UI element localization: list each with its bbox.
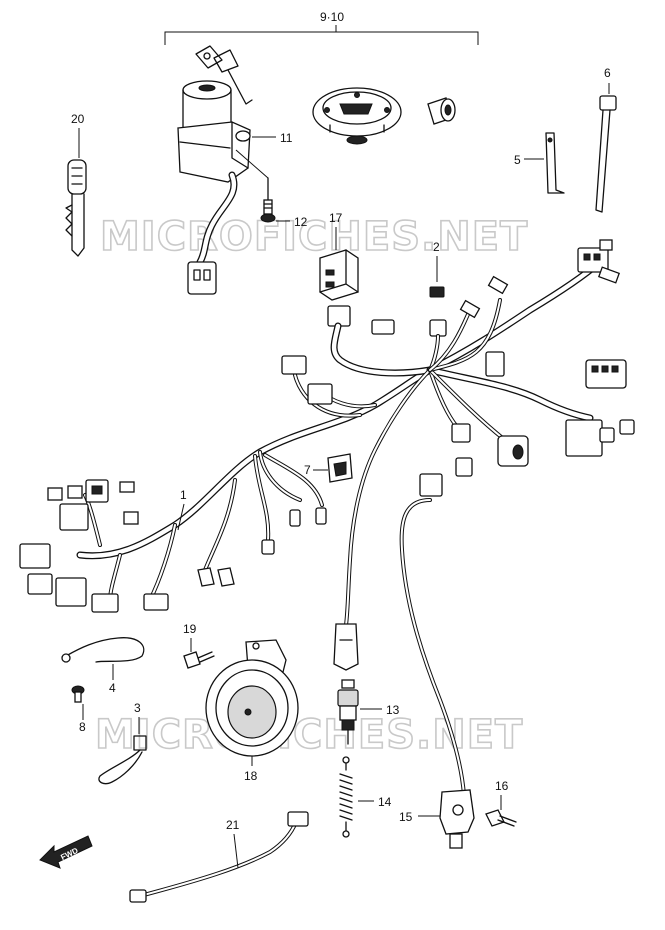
callout-9-10-bracket: 9·10 <box>164 10 479 45</box>
callout-4: 4 <box>109 681 116 695</box>
callout-7: 7 <box>304 463 311 477</box>
callout-6: 6 <box>604 66 611 80</box>
callout-15: 15 <box>399 810 413 824</box>
callout-17: 17 <box>329 211 343 225</box>
lead-wire-part-21: 21 <box>129 811 309 903</box>
callout-1: 1 <box>180 488 187 502</box>
clamp-part-5: 5 <box>514 132 565 194</box>
callout-11: 11 <box>280 131 293 145</box>
wiring-harness-part-1: 1 7 <box>19 239 635 797</box>
watermark-bottom: MICROFICHES.NET <box>95 712 523 758</box>
horn-part-18: 18 <box>205 639 299 783</box>
band-tie-part-6: 6 <box>595 66 617 213</box>
screw-part-8: 8 <box>71 685 86 734</box>
callout-9-10: 9·10 <box>320 10 344 24</box>
bolt-part-16: 16 <box>485 779 517 827</box>
callout-8: 8 <box>79 720 86 734</box>
fwd-direction-arrow: FWD <box>39 835 93 869</box>
stop-switch-part-15: 15 <box>399 789 475 849</box>
callout-13: 13 <box>386 703 400 717</box>
callout-5: 5 <box>514 153 521 167</box>
callout-20: 20 <box>71 112 85 126</box>
fuel-cap-lock-set <box>312 87 456 145</box>
ignition-switch-part-11: 11 <box>177 45 293 295</box>
spring-part-14: 14 <box>339 756 392 838</box>
callout-18: 18 <box>244 769 258 783</box>
callout-21: 21 <box>226 818 240 832</box>
callout-19: 19 <box>183 622 197 636</box>
clamp-part-4: 4 <box>61 637 145 695</box>
bolt-part-19: 19 <box>183 622 215 669</box>
screw-part-12: 12 <box>235 149 308 229</box>
callout-16: 16 <box>495 779 509 793</box>
callout-3: 3 <box>134 701 141 715</box>
switch-part-13: 13 <box>333 623 400 745</box>
clamp-part-3: 3 <box>98 701 147 785</box>
relay-part-17: 17 <box>319 211 359 327</box>
key-part-20: 20 <box>65 112 87 257</box>
connector-part-2: 2 <box>429 240 447 337</box>
callout-2: 2 <box>433 240 440 254</box>
callout-14: 14 <box>378 795 392 809</box>
watermark-top: MICROFICHES.NET <box>100 214 528 260</box>
callout-12: 12 <box>294 215 308 229</box>
